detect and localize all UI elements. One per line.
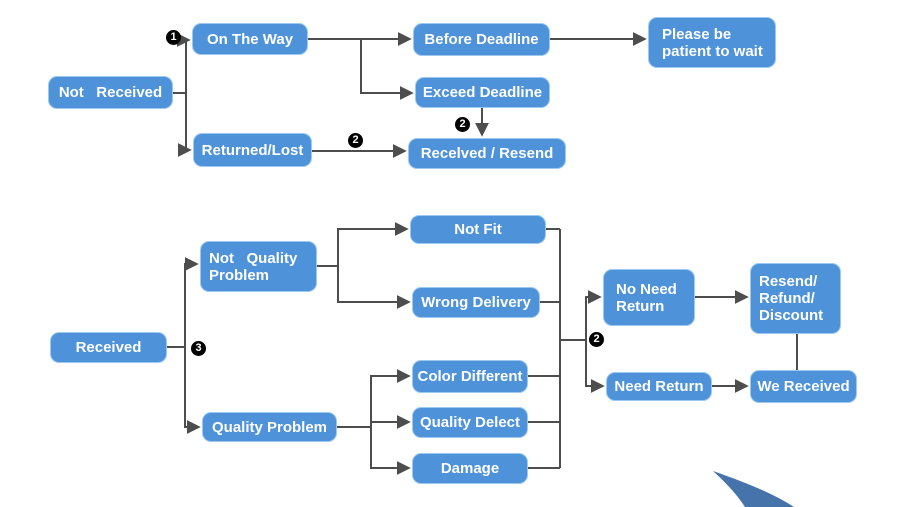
node-exceed-deadline: Exceed Deadline [415, 77, 550, 108]
node-resend-refund-discount: Resend/ Refund/ Discount [750, 263, 841, 334]
node-on-the-way: On The Way [192, 23, 308, 55]
node-wrong-delivery: Wrong Delivery [412, 287, 540, 318]
node-received-resend: Recelved / Resend [408, 138, 566, 169]
step-marker-1: 1 [166, 30, 181, 45]
node-quality-problem: Quality Problem [202, 412, 337, 442]
swoosh-decoration-icon [713, 471, 794, 507]
node-no-need-return: No Need Return [603, 269, 695, 326]
step-marker-2a: 2 [348, 133, 363, 148]
node-not-received: Not Received [48, 76, 173, 109]
node-please-wait: Please be patient to wait [648, 17, 776, 68]
step-marker-2c: 2 [589, 332, 604, 347]
node-quality-delect: Quality Delect [412, 407, 528, 438]
node-need-return: Need Return [606, 372, 712, 401]
node-color-different: Color Different [412, 360, 528, 393]
step-marker-3: 3 [191, 341, 206, 356]
node-not-fit: Not Fit [410, 215, 546, 244]
step-marker-2b: 2 [455, 117, 470, 132]
node-before-deadline: Before Deadline [413, 23, 550, 56]
node-damage: Damage [412, 453, 528, 484]
node-received: Received [50, 332, 167, 363]
node-we-received: We Received [750, 370, 857, 403]
node-not-quality-problem: Not Quality Problem [200, 241, 317, 292]
node-returned-lost: Returned/Lost [193, 133, 312, 167]
